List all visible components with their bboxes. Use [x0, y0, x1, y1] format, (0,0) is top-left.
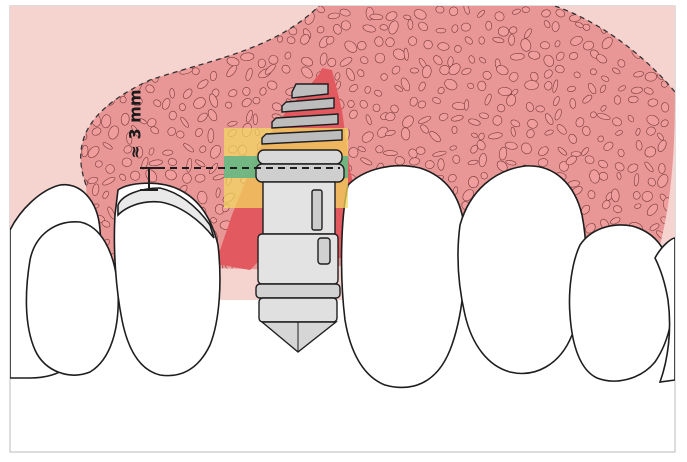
bone-pore [192, 68, 199, 75]
bone-pore [659, 164, 666, 174]
implant-neck-slot [312, 190, 322, 230]
bone-pore [438, 159, 445, 171]
bone-pore [614, 95, 621, 104]
tooth-central-right [342, 166, 466, 388]
bone-pore [258, 59, 266, 68]
tooth-canine-right [569, 225, 673, 381]
bone-pore [498, 27, 509, 37]
bone-pore [525, 81, 539, 90]
bone-pore [163, 150, 174, 156]
bone-pore [408, 19, 414, 29]
bone-pore [243, 87, 251, 95]
tooth-lateral-left [114, 183, 220, 375]
bone-pore [348, 100, 355, 107]
implant-neck [263, 182, 335, 234]
bone-pore [439, 65, 449, 75]
implant-collar-bottom [256, 164, 344, 182]
bone-pore [410, 68, 418, 73]
implant-collar-top [258, 150, 342, 164]
bone-pore [349, 147, 359, 157]
bone-pore [182, 173, 191, 183]
bone-pore [436, 28, 446, 33]
implant-mount-ring [256, 284, 340, 298]
bone-pore [383, 150, 397, 155]
bone-pore [522, 6, 530, 12]
bone-pore [122, 158, 132, 167]
implant-mount-slot [318, 238, 330, 264]
bone-pore [468, 176, 479, 188]
bone-pore [509, 34, 515, 45]
bone-pore [208, 129, 214, 143]
tooth-premolar-left [26, 222, 118, 375]
bone-pore [385, 37, 394, 46]
bone-pore [253, 114, 258, 125]
bone-pore [536, 105, 545, 112]
bone-pore [452, 126, 457, 133]
bone-pore [633, 191, 641, 199]
bone-pore [479, 37, 485, 45]
bone-pore [486, 21, 492, 30]
bone-pore [375, 145, 383, 153]
bone-pore [373, 104, 381, 112]
tooth-lateral-right [458, 166, 586, 374]
measurement-label: ≈ 3 mm [126, 89, 145, 158]
implant-driver [259, 298, 337, 322]
bone-pore [464, 100, 469, 111]
